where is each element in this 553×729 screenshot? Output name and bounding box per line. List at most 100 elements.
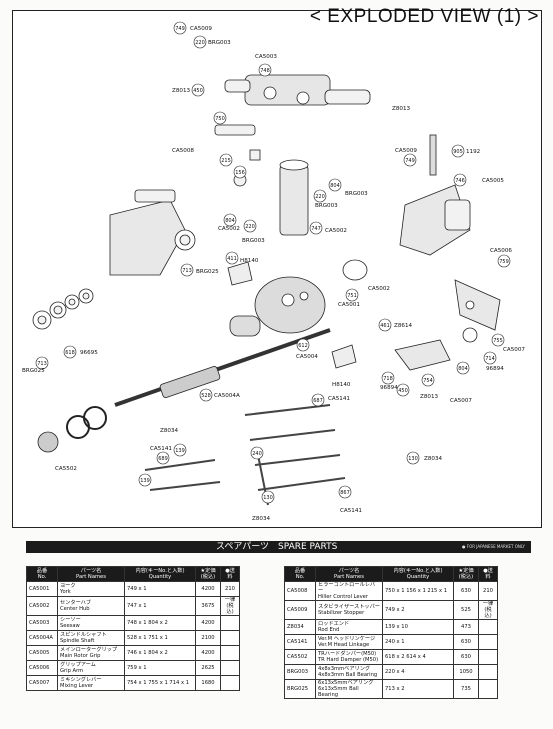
exploded-view-diagram: CA5009 BRG003 CA5003 Z8013 Z8013 CA5008 …: [22, 21, 525, 522]
callout-number: 718: [383, 376, 393, 382]
diagram-label: CA5007: [503, 347, 525, 353]
callout-number: 528: [201, 393, 211, 399]
diagram-label: CA5006: [490, 248, 512, 254]
mixing-lever-part: [394, 327, 478, 371]
diagram-label: CA5009: [395, 148, 417, 154]
diagram-label: CA5002: [368, 286, 390, 292]
diagram-label: CA5004A: [214, 393, 240, 399]
callout-number: 215: [221, 158, 231, 164]
spindle-shaft-part: [114, 328, 331, 407]
diagram-label: BRG025: [196, 269, 219, 275]
callout-number: 450: [193, 88, 203, 94]
diagram-label: CA5004: [296, 354, 318, 360]
callout-number: 130: [408, 456, 418, 462]
diagram-label: CA5001: [338, 302, 360, 308]
spare-parts-header: スペアパーツ SPARE PARTS ● FOR JAPANESE MARKET…: [26, 541, 531, 553]
left-grip-part: [109, 189, 196, 276]
callout-number: 618: [65, 350, 75, 356]
callout-number: 714: [485, 356, 495, 362]
diagram-label: BRG003: [345, 191, 368, 197]
callout-number: 612: [298, 343, 308, 349]
diagram-label: CA5009: [190, 26, 212, 32]
center-hub-part: [279, 159, 309, 236]
diagram-label: CA5008: [172, 148, 194, 154]
diagram-label: CA5141: [340, 508, 362, 514]
callout-number: 713: [37, 361, 47, 367]
right-grip-part: [399, 184, 471, 256]
diagram-label: Z8013: [420, 394, 439, 400]
callout-number: 220: [245, 224, 255, 230]
diagram-label: Z8013: [172, 88, 191, 94]
diagram-label: 96894: [486, 366, 504, 372]
callout-numbers: 749 220 748 450 750 215 156 905 749 746 …: [37, 26, 509, 501]
diagram-label: CA5141: [150, 446, 172, 452]
japan-market-note: ● FOR JAPANESE MARKET ONLY: [462, 544, 525, 549]
diagram-label: CA5002: [325, 228, 347, 234]
callout-number: 130: [263, 495, 273, 501]
callout-number: 689: [158, 456, 168, 462]
callout-number: 905: [453, 149, 463, 155]
diagram-label: Z8614: [394, 323, 413, 329]
callout-number: 687: [313, 398, 323, 404]
callout-number: 139: [175, 448, 185, 454]
diagram-label: H8140: [332, 382, 351, 388]
diagram-label: BRG025: [22, 368, 45, 374]
head-linkage-rods: [144, 404, 346, 506]
callout-number: 804: [225, 218, 235, 224]
callout-number: 749: [405, 158, 415, 164]
callout-number: 411: [227, 256, 237, 262]
callout-number: 748: [260, 68, 270, 74]
callout-number: 804: [458, 366, 468, 372]
diagram-label: Z8013: [392, 106, 411, 112]
diagram-labels: CA5009 BRG003 CA5003 Z8013 Z8013 CA5008 …: [22, 26, 525, 522]
callout-number: 754: [423, 378, 433, 384]
callout-number: 751: [347, 293, 357, 299]
diagram-label: Z8034: [252, 516, 271, 522]
callout-number: 450: [398, 388, 408, 394]
plate-part: [227, 261, 357, 369]
seesaw-part: [224, 74, 371, 106]
diagram-label: CA5003: [255, 54, 277, 60]
diagram-label: 1192: [466, 149, 480, 155]
bearing-stack-left: [32, 288, 94, 330]
spare-parts-title: スペアパーツ SPARE PARTS: [216, 542, 338, 552]
diagram-label: CA5141: [328, 396, 350, 402]
callout-number: 240: [252, 451, 262, 457]
diagram-label: BRG003: [242, 238, 265, 244]
diagram-label: CA5002: [218, 226, 240, 232]
callout-number: 220: [315, 194, 325, 200]
callout-number: 747: [311, 226, 321, 232]
callout-number: 746: [455, 178, 465, 184]
grip-arm-part: [454, 279, 501, 331]
callout-number: 749: [175, 26, 185, 32]
callout-number: 867: [340, 490, 350, 496]
diagram-label: CA5502: [55, 466, 77, 472]
diagram-label: Z8034: [160, 428, 179, 434]
callout-number: 461: [380, 323, 390, 329]
page-title: < EXPLODED VIEW (1) >: [309, 6, 539, 27]
diagram-label: 96695: [80, 350, 98, 356]
diagram-label: BRG003: [315, 203, 338, 209]
stabilizer-stopper-part: [342, 134, 437, 281]
callout-number: 713: [182, 268, 192, 274]
callout-number: 759: [499, 259, 509, 265]
diagram-label: 96894: [380, 385, 398, 391]
diagram-label: CA5007: [450, 398, 472, 404]
diagram-label: Z8034: [424, 456, 443, 462]
callout-number: 750: [215, 116, 225, 122]
